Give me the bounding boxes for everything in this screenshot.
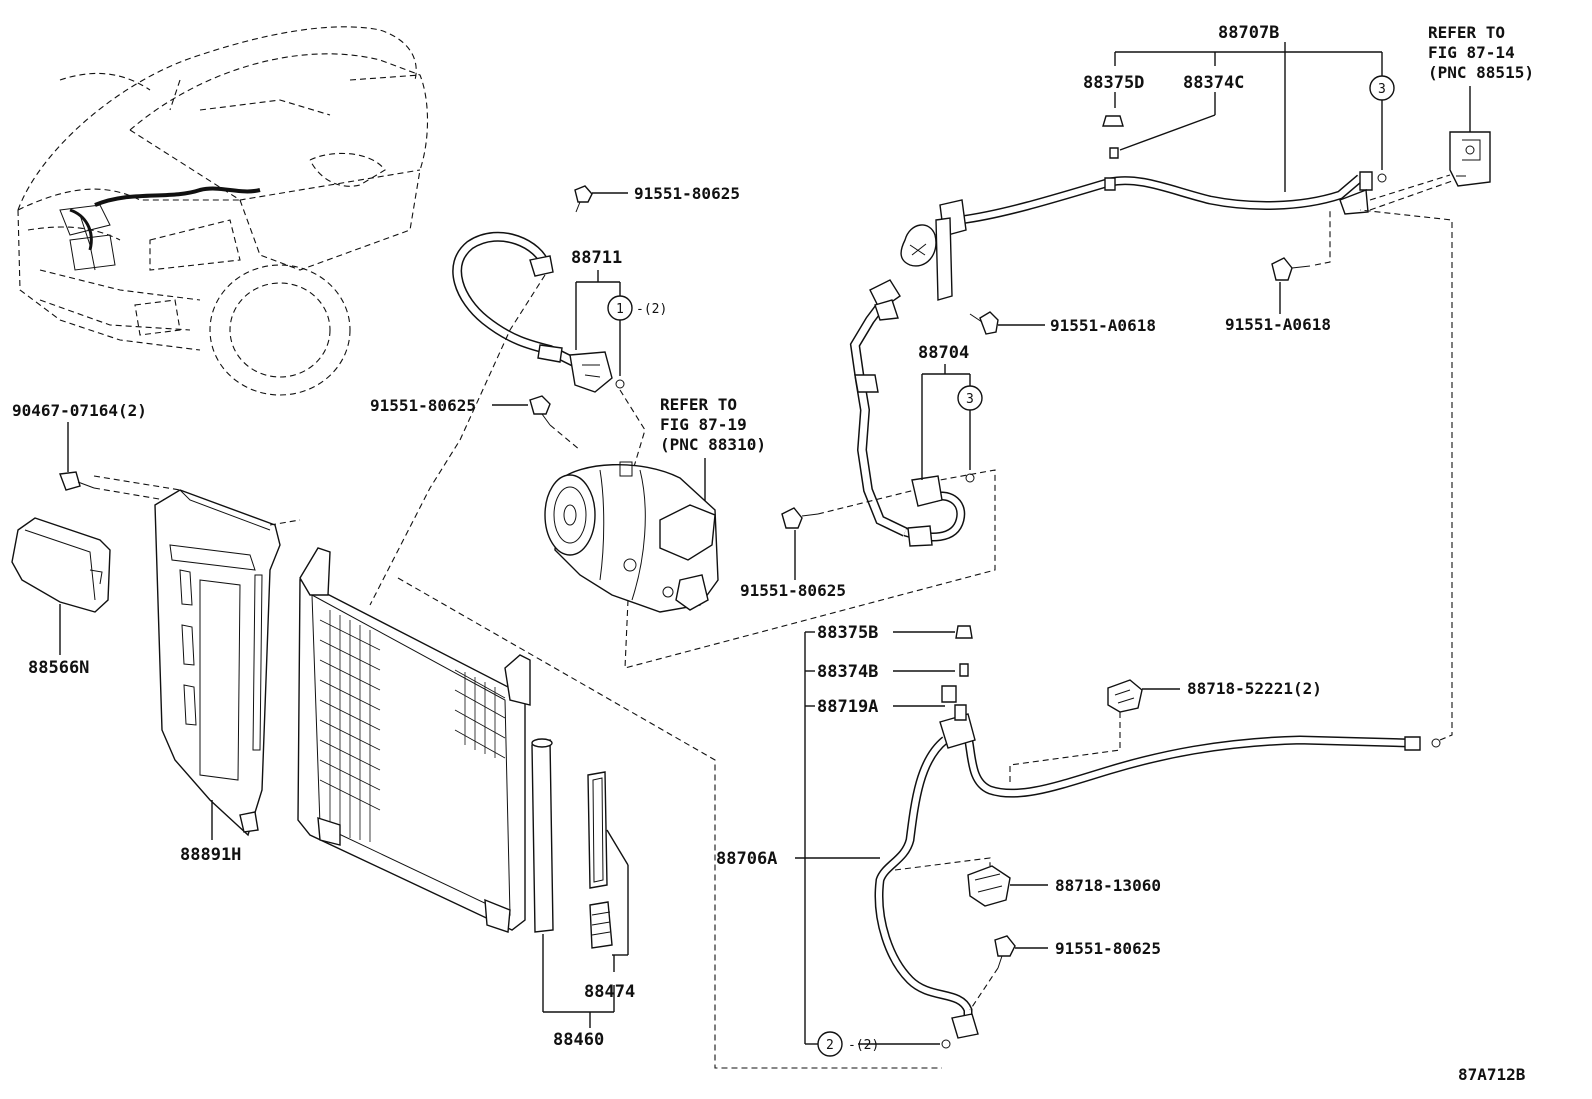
condenser-88460 [297, 547, 554, 933]
bolt-91551-A0618-left [969, 311, 1045, 335]
callout-1: 1 [616, 302, 624, 317]
part-number-91551-80625-low: 91551-80625 [740, 581, 846, 600]
ac-compressor [544, 461, 719, 613]
leader-88711: 1 [575, 270, 633, 389]
bolt-91551-80625-bottom [969, 935, 1048, 1011]
part-number-88711: 88711 [571, 248, 622, 268]
part-number-88566N: 88566N [28, 658, 89, 678]
refer-fig-87-19-line3: (PNC 88310) [660, 435, 766, 454]
air-duct-88566N [11, 517, 111, 655]
part-number-91551-80625-bottom: 91551-80625 [1055, 939, 1161, 958]
callout-3-mid: 3 [966, 392, 974, 407]
refer-fig-87-14-line1: REFER TO [1428, 23, 1505, 42]
part-number-88374B: 88374B [817, 662, 878, 682]
leader-88706A-group [795, 631, 955, 1045]
figure-code: 87A712B [1458, 1065, 1526, 1084]
refer-fig-87-14-line2: FIG 87-14 [1428, 43, 1515, 62]
part-number-91551-A0618-left: 91551-A0618 [1050, 316, 1156, 335]
part-number-88891H: 88891H [180, 845, 241, 865]
hose-88704 [849, 279, 966, 547]
refer-fig-87-19-line2: FIG 87-19 [660, 415, 747, 434]
part-number-88718-13060: 88718-13060 [1055, 876, 1161, 895]
part-number-88704: 88704 [918, 343, 969, 363]
part-number-91551-A0618-right: 91551-A0618 [1225, 315, 1331, 334]
valve-core-88374C [1109, 147, 1119, 159]
part-number-88707B: 88707B [1218, 23, 1279, 43]
refer-fig-87-14-line3: (PNC 88515) [1428, 63, 1534, 82]
leader-88704: 3 [921, 364, 983, 483]
part-number-90467-07164: 90467-07164(2) [12, 401, 147, 420]
part-number-88375D: 88375D [1083, 73, 1144, 93]
valve-cap-88375B [955, 625, 973, 639]
part-number-88460: 88460 [553, 1030, 604, 1050]
svg-text:3: 3 [1378, 82, 1386, 97]
seal-panel-88891H [154, 489, 281, 840]
bolt-91551-80625-low [781, 489, 916, 580]
bolt-91551-A0618-right [1271, 210, 1331, 314]
valve-core-88374B [959, 663, 969, 677]
expansion-valve [1449, 131, 1491, 187]
part-number-91551-80625-top: 91551-80625 [634, 184, 740, 203]
qty-ring-2: -(2) [848, 1038, 879, 1053]
clamp-88718-52221 [1009, 679, 1180, 785]
part-number-91551-80625-mid: 91551-80625 [370, 396, 476, 415]
hose-88711 [452, 231, 613, 393]
bolt-91551-80625-mid [492, 395, 581, 451]
vehicle-sketch [17, 26, 429, 396]
part-number-88718-52221: 88718-52221(2) [1187, 679, 1322, 698]
tube-88707B [900, 171, 1387, 301]
qty-88711: -(2) [636, 302, 667, 317]
callout-3-top: 3 [1369, 75, 1395, 101]
pressure-switch-88719A [941, 685, 957, 703]
part-number-88719A: 88719A [817, 697, 878, 717]
leader-88707B [1114, 42, 1383, 192]
part-number-88474: 88474 [584, 982, 635, 1002]
part-number-88706A: 88706A [716, 849, 777, 869]
clamp-88718-13060 [894, 857, 1048, 907]
desiccant-88474 [587, 771, 629, 972]
svg-text:2: 2 [826, 1038, 834, 1053]
bolt-91551-80625-top [574, 185, 628, 213]
tube-88706A [874, 704, 1441, 1039]
callout-2: 2 [817, 1031, 843, 1057]
valve-cap-88375D [1102, 115, 1124, 127]
part-number-88374C: 88374C [1183, 73, 1244, 93]
part-number-88375B: 88375B [817, 623, 878, 643]
refer-fig-87-19-line1: REFER TO [660, 395, 737, 414]
